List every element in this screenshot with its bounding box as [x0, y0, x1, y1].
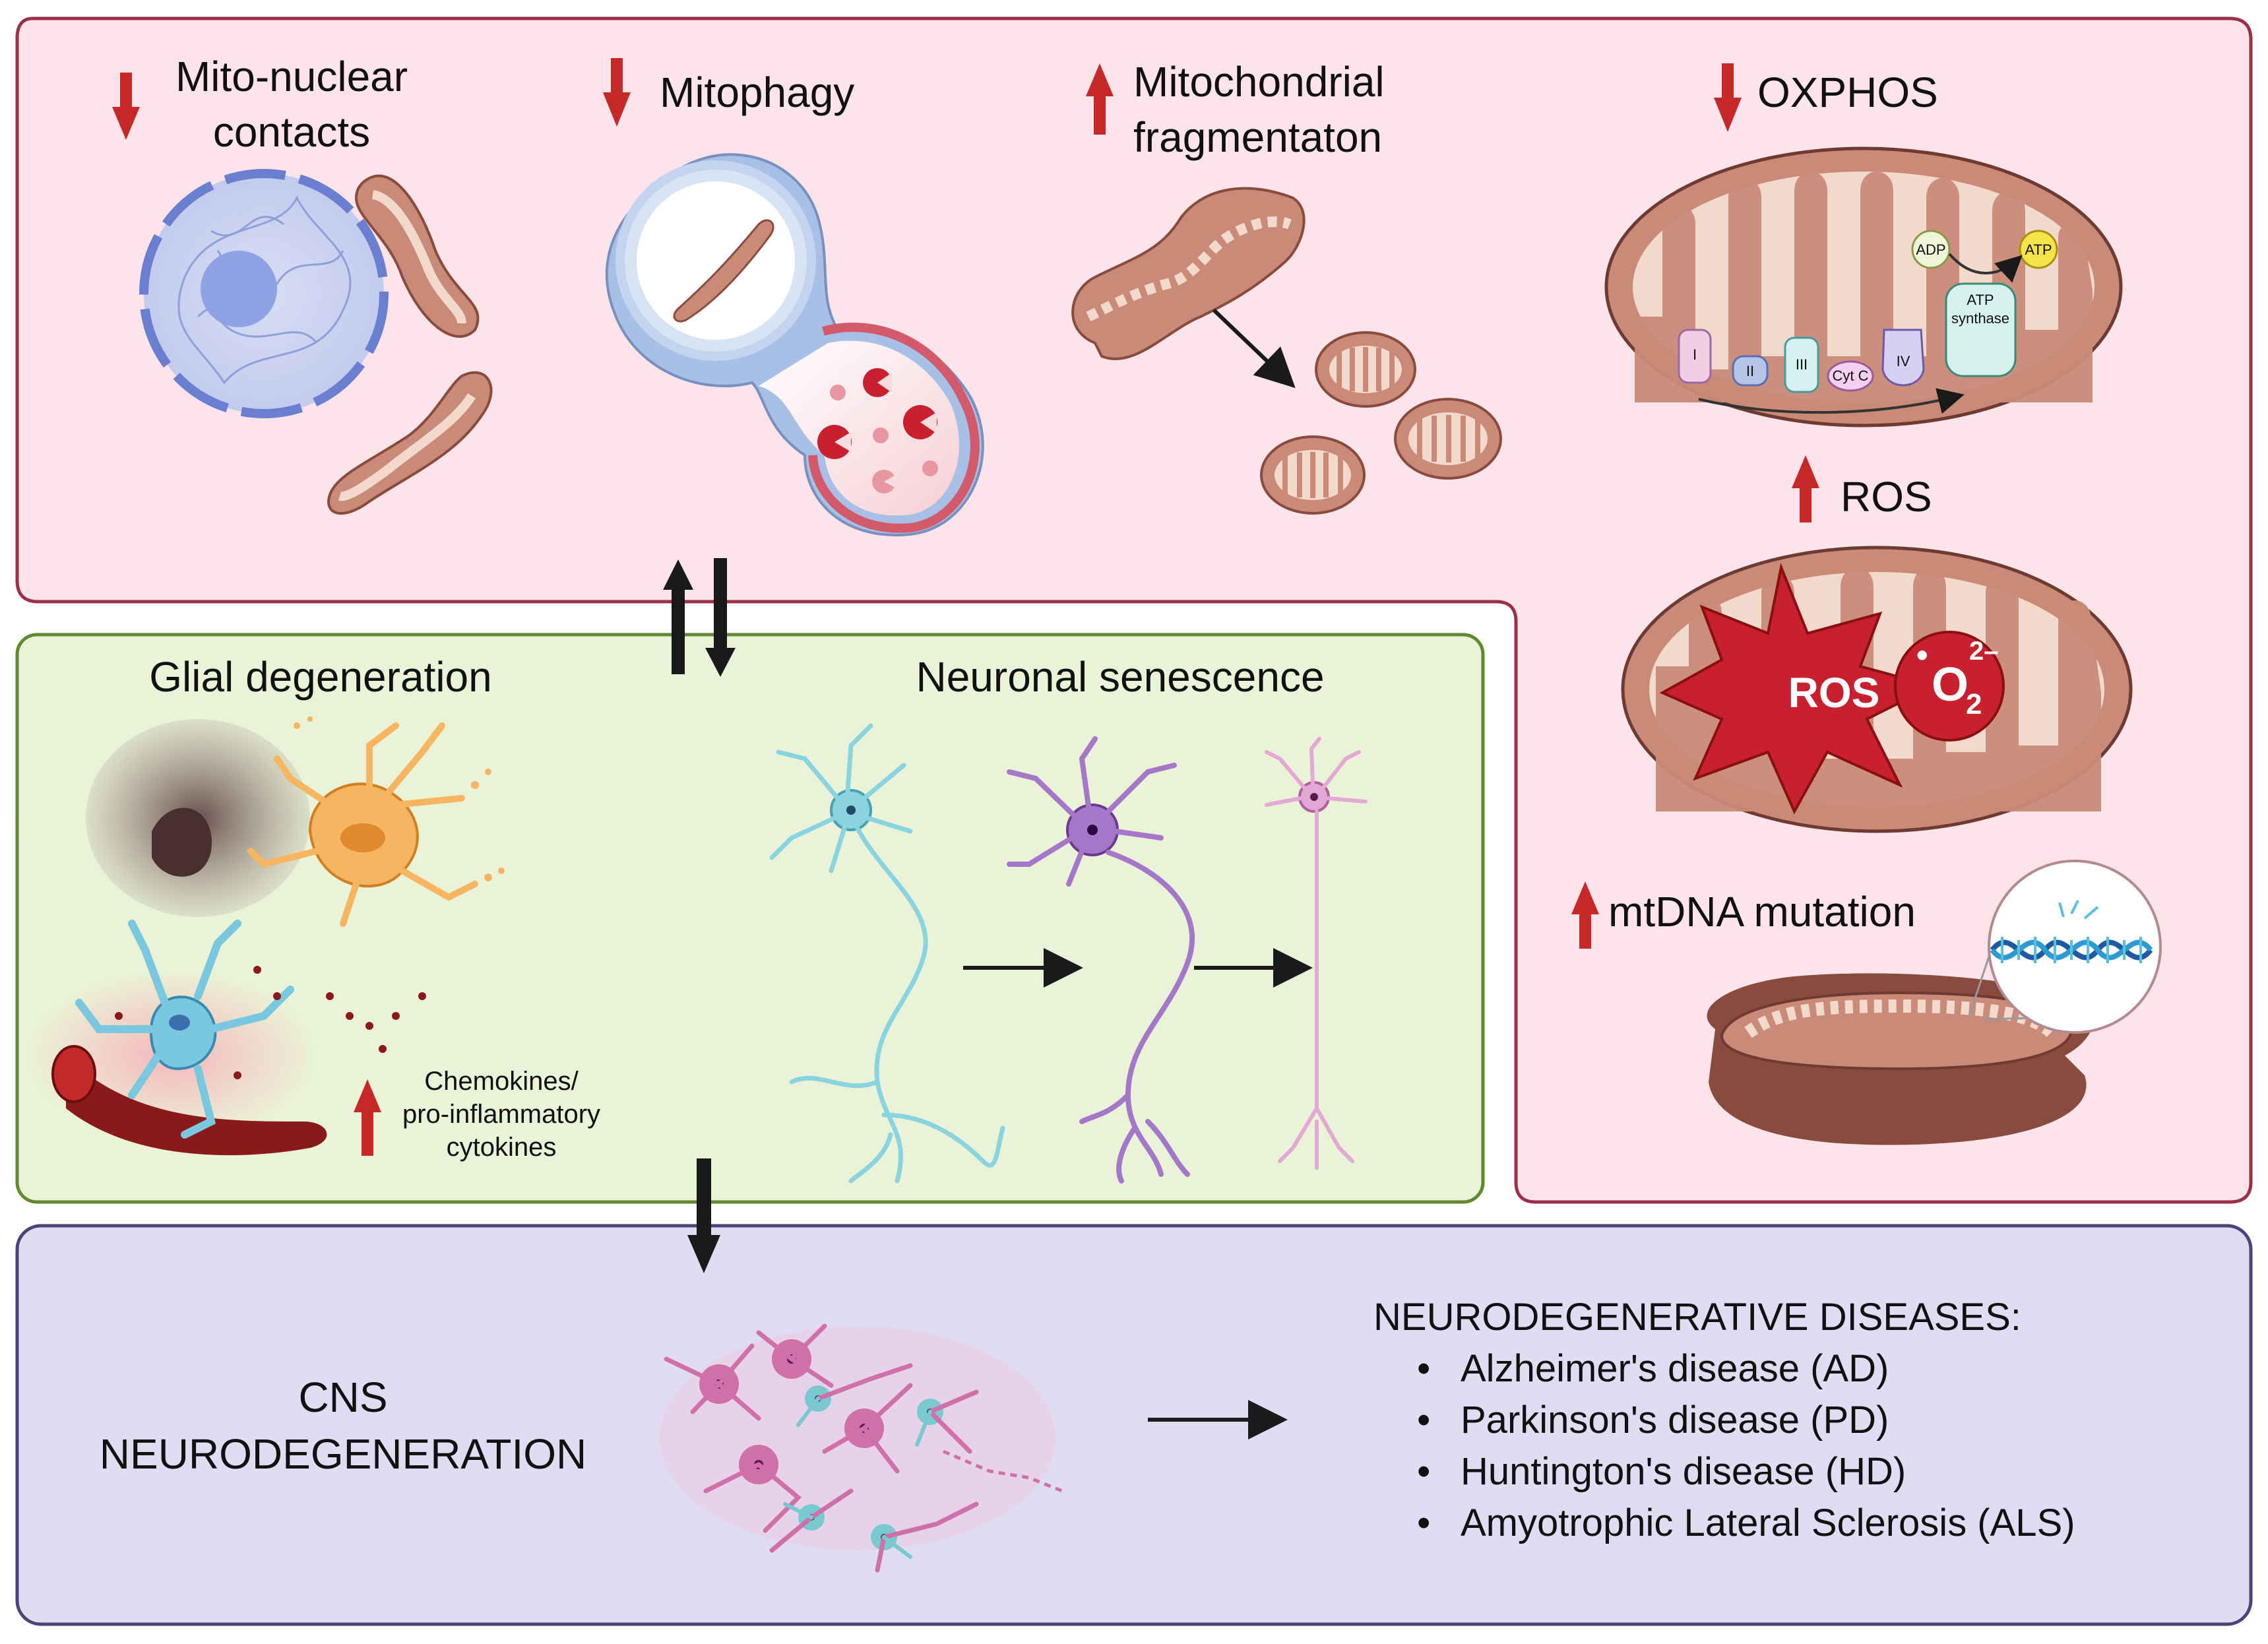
atp-synthase-label: ATP — [1967, 292, 1994, 308]
atp-icon — [2019, 230, 2058, 269]
disease-bullet: • — [1417, 1399, 1430, 1441]
mitochondrion-fragment-icon-2 — [1260, 435, 1366, 515]
glia-neuron-panel — [15, 633, 1485, 1204]
neuronal-senescence-title: Neuronal senescence — [916, 653, 1324, 701]
adp-icon — [1911, 230, 1951, 269]
chemokines-label: Chemokines/ — [424, 1067, 579, 1096]
down-arrow-icon — [1722, 63, 1734, 102]
mito-nuclear-label-2: contacts — [213, 108, 370, 156]
complex-ii-label: II — [1746, 363, 1754, 379]
bidirectional-arrows-icon — [663, 558, 736, 677]
arrow-icon — [1212, 308, 1296, 389]
nucleus-icon — [139, 169, 389, 418]
complex-i-label: I — [1693, 346, 1697, 363]
disease-item: Parkinson's disease (PD) — [1461, 1399, 1889, 1441]
complex-iv-label: IV — [1897, 353, 1910, 369]
fragmentation-label: Mitochondrial — [1133, 58, 1385, 106]
atp-synthase-label-2: synthase — [1951, 310, 2009, 327]
ros-burst-label: ROS — [1788, 669, 1880, 716]
astrocyte-icon — [247, 716, 505, 927]
neuron-network-icon — [660, 1323, 1063, 1573]
autophagosome-icon — [605, 153, 984, 537]
fragmentation-label-2: fragmentaton — [1133, 113, 1382, 161]
mitochondrion-fragment-icon-3 — [1394, 398, 1502, 480]
ros-section: ROS ROS • O 2 2– — [1621, 455, 2133, 833]
complex-iv-icon — [1881, 329, 1925, 387]
up-arrow-icon-head — [1792, 455, 1819, 488]
chemokines-label-3: cytokines — [447, 1133, 557, 1162]
cns-panel — [15, 1224, 2253, 1626]
superoxide-radical-dot: • — [1916, 637, 1928, 674]
dna-helix-icon — [1990, 900, 2153, 963]
complex-i-icon — [1678, 329, 1712, 384]
mitochondrion-icon-2 — [327, 371, 493, 515]
up-arrow-icon — [362, 1108, 373, 1156]
down-arrow-icon-head — [1714, 98, 1742, 132]
cytochrome-c-label: Cyt C — [1833, 367, 1869, 384]
up-arrow-icon-head — [1086, 63, 1114, 96]
mitochondrion-icon — [354, 174, 480, 338]
diseases-heading: NEURODEGENERATIVE DISEASES: — [1373, 1296, 2021, 1339]
mitophagy-label: Mitophagy — [660, 69, 854, 116]
electron-flow-arrow-icon — [1698, 388, 1965, 414]
arrow-icon — [1948, 253, 2023, 283]
complex-iii-label: III — [1796, 356, 1808, 373]
complex-ii-icon — [1732, 355, 1769, 387]
aging-neuron-icon — [1007, 736, 1195, 1184]
disease-item: Alzheimer's disease (AD) — [1461, 1347, 1889, 1390]
complex-iii-icon — [1784, 336, 1819, 393]
microglia-icon — [75, 920, 294, 1139]
cns-title: CNS — [298, 1374, 387, 1421]
mitophagy-section: Mitophagy — [603, 58, 984, 537]
mitochondrion-icon — [1071, 187, 1306, 361]
disease-list: • Alzheimer's disease (AD) • Parkinson's… — [1417, 1347, 2075, 1544]
chemokines-label-2: pro-inflammatory — [402, 1100, 600, 1129]
superoxide-subscript: 2 — [1966, 688, 1982, 720]
oxphos-section: OXPHOS I II III Cyt C IV ATP synthase AD… — [1604, 63, 2123, 427]
fragmentation-section: Mitochondrial fragmentaton — [1071, 58, 1502, 515]
down-arrow-icon-head — [112, 107, 140, 140]
glial-degeneration-title: Glial degeneration — [149, 653, 491, 701]
cns-title-2: NEURODEGENERATION — [100, 1430, 586, 1478]
superoxide-icon — [1894, 631, 2005, 742]
blood-vessel-icon — [51, 1045, 327, 1156]
up-arrow-icon-head — [1571, 881, 1599, 914]
ros-burst-icon — [1659, 563, 1937, 815]
adp-label: ADP — [1916, 241, 1945, 258]
mtdna-label: mtDNA mutation — [1608, 888, 1916, 935]
disease-bullet: • — [1417, 1347, 1430, 1390]
up-arrow-icon — [1800, 486, 1811, 522]
down-arrow-icon-head — [603, 92, 631, 127]
young-neuron-icon — [769, 723, 1005, 1184]
superoxide-label: O — [1932, 658, 1969, 711]
mtdna-section: mtDNA mutation — [1571, 860, 2162, 1145]
disease-item: Amyotrophic Lateral Sclerosis (ALS) — [1461, 1502, 2075, 1544]
senescent-neuron-icon — [1265, 737, 1368, 1170]
down-arrow-icon — [611, 58, 623, 98]
mito-nuclear-label: Mito-nuclear — [175, 53, 408, 100]
disease-bullet: • — [1417, 1450, 1430, 1493]
mitochondrion-fragment-icon — [1315, 331, 1416, 408]
disease-bullet: • — [1417, 1502, 1430, 1544]
ros-label: ROS — [1841, 473, 1932, 521]
up-arrow-icon — [1094, 92, 1106, 135]
atp-label: ATP — [2025, 241, 2052, 258]
down-arrow-icon — [120, 73, 132, 112]
disease-item: Huntington's disease (HD) — [1461, 1450, 1906, 1493]
cytochrome-c-icon — [1827, 360, 1874, 392]
glial-cells-illustration — [26, 716, 505, 1156]
up-arrow-icon-head — [354, 1079, 381, 1112]
superoxide-superscript: 2– — [1969, 637, 1999, 666]
mitochondrion-oxphos-icon — [1604, 146, 2123, 427]
up-arrow-icon — [1579, 912, 1591, 949]
mito-nuclear-section: Mito-nuclear contacts — [112, 53, 493, 515]
down-arrow-to-cns-icon — [687, 1158, 720, 1273]
atp-synthase-icon — [1945, 282, 2017, 377]
oxphos-label: OXPHOS — [1757, 69, 1938, 116]
